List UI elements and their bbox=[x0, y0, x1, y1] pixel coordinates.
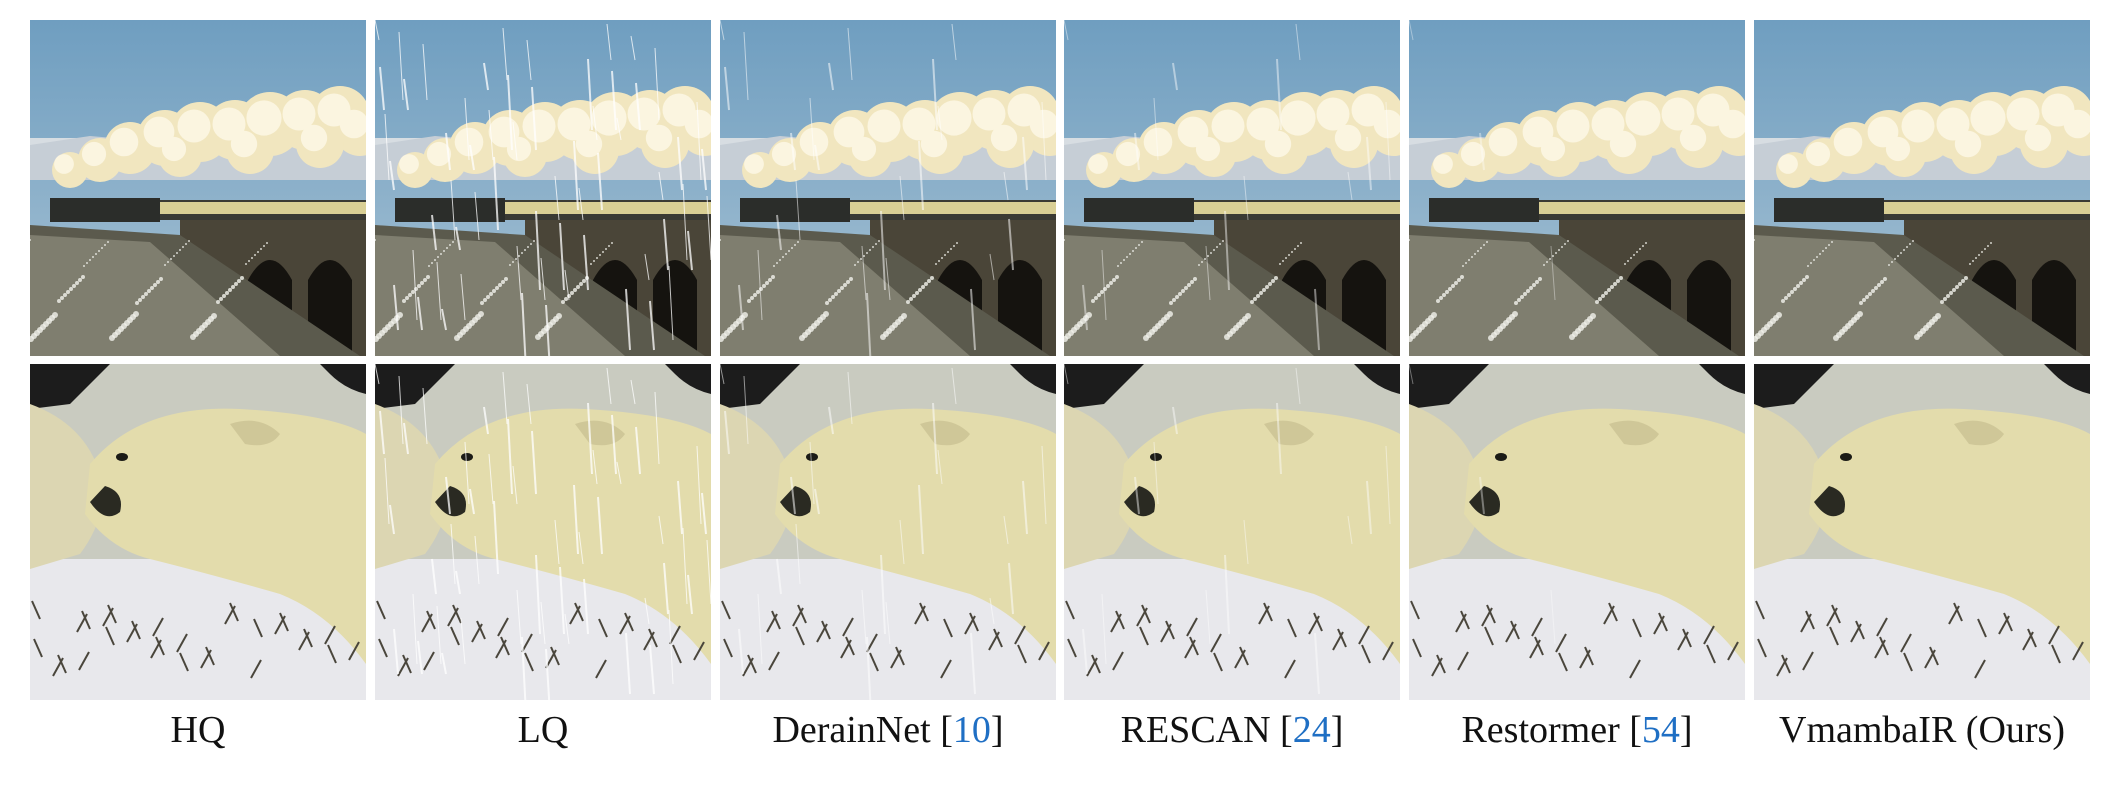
label-vmambair-text: VmambaIR (Ours) bbox=[1779, 709, 2065, 751]
label-derainnet-bracket: ] bbox=[990, 709, 1004, 751]
label-hq: HQ bbox=[30, 708, 366, 752]
citation-link-24[interactable]: 24 bbox=[1292, 709, 1331, 751]
polar-bear-scene-lq-image bbox=[375, 364, 711, 700]
label-restormer-bracket: ] bbox=[1679, 709, 1693, 751]
polar-bear-scene-derainnet-image bbox=[720, 364, 1056, 700]
train-bridge-scene-rescan-image bbox=[1064, 20, 1400, 356]
label-restormer-text: Restormer [ bbox=[1461, 709, 1642, 751]
polar-bear-scene-hq-image bbox=[30, 364, 366, 700]
label-restormer: Restormer [54] bbox=[1409, 708, 1745, 752]
polar-bear-scene-restormer-image bbox=[1409, 364, 1745, 700]
label-lq-text: LQ bbox=[517, 709, 569, 751]
citation-link-54[interactable]: 54 bbox=[1641, 709, 1680, 751]
train-bridge-scene-vmambair-image bbox=[1754, 20, 2090, 356]
label-hq-text: HQ bbox=[170, 709, 226, 751]
label-rescan: RESCAN [24] bbox=[1064, 708, 1400, 752]
polar-bear-scene-vmambair-image bbox=[1754, 364, 2090, 700]
label-derainnet: DerainNet [10] bbox=[720, 708, 1056, 752]
train-bridge-scene-lq-image bbox=[375, 20, 711, 356]
train-bridge-scene-hq-image bbox=[30, 20, 366, 356]
polar-bear-scene-rescan-image bbox=[1064, 364, 1400, 700]
label-derainnet-text: DerainNet [ bbox=[772, 709, 953, 751]
label-rescan-text: RESCAN [ bbox=[1120, 709, 1293, 751]
train-bridge-scene-derainnet-image bbox=[720, 20, 1056, 356]
citation-link-10[interactable]: 10 bbox=[952, 709, 991, 751]
train-bridge-scene-restormer-image bbox=[1409, 20, 1745, 356]
label-vmambair: VmambaIR (Ours) bbox=[1754, 708, 2090, 752]
comparison-grid bbox=[30, 20, 2090, 700]
label-lq: LQ bbox=[375, 708, 711, 752]
label-rescan-bracket: ] bbox=[1330, 709, 1344, 751]
